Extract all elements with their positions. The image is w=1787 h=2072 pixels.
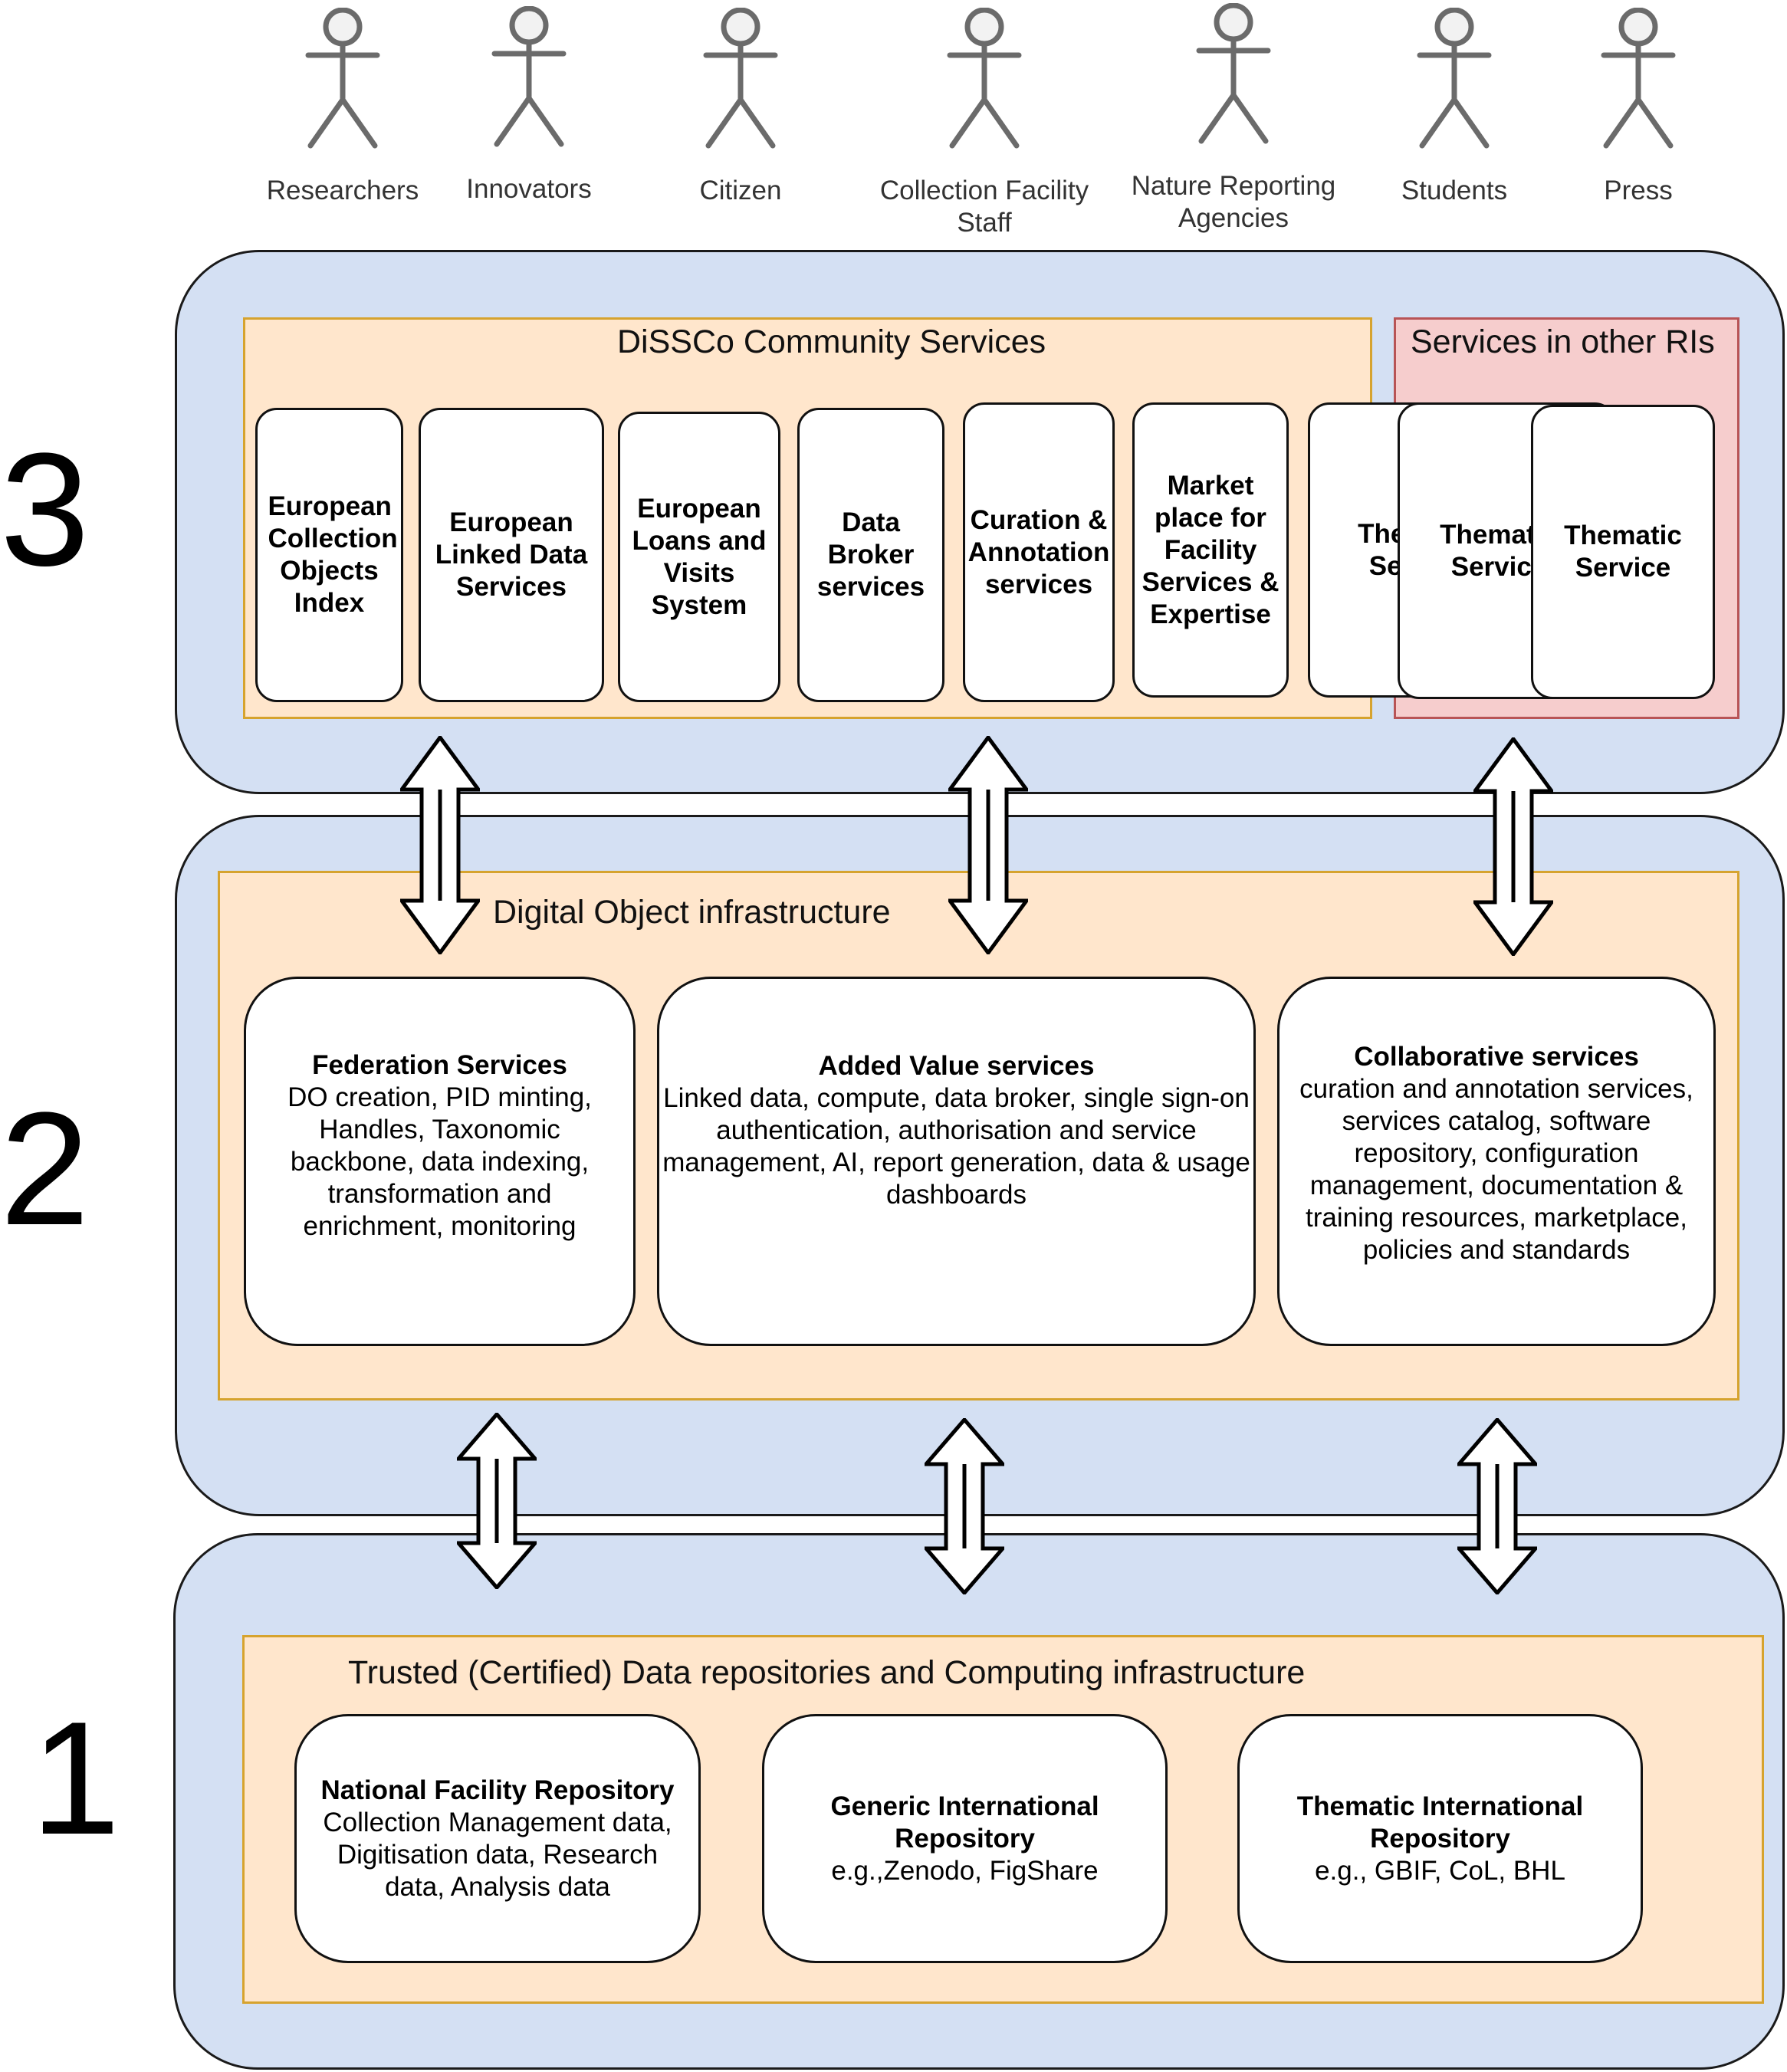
person-icon — [1417, 8, 1492, 149]
thematic-international-repository-title: Thematic International Repository — [1296, 1791, 1584, 1854]
actor-0: Researchers — [235, 8, 450, 205]
layer-number-1: 1 — [31, 1688, 120, 1868]
service-curation-annotation[interactable]: Curation & Annotation services — [963, 402, 1115, 702]
national-facility-repository-card[interactable]: National Facility Repository Collection … — [294, 1714, 701, 1963]
double-arrow-icon-l2-l1-center — [925, 1418, 1004, 1594]
federation-services-body: DO creation, PID minting, Handles, Taxon… — [287, 1082, 592, 1241]
double-arrow-icon-l2-l1-left — [457, 1413, 537, 1589]
actor-4: Nature Reporting Agencies — [1126, 3, 1341, 233]
double-arrow-icon-l3-l2-left — [400, 736, 480, 954]
collaborative-services-body: curation and annotation services, servic… — [1299, 1074, 1693, 1265]
actor-3: Collection Facility Staff — [877, 8, 1092, 238]
generic-international-repository-card[interactable]: Generic International Repository e.g.,Ze… — [762, 1714, 1168, 1963]
service-marketplace-facility[interactable]: Market place for Facility Services & Exp… — [1132, 402, 1289, 698]
actor-label: Nature Reporting Agencies — [1131, 171, 1336, 233]
actor-label: Students — [1401, 176, 1508, 205]
trusted-repositories-title: Trusted (Certified) Data repositories an… — [348, 1654, 1306, 1691]
added-value-services-body: Linked data, compute, data broker, singl… — [662, 1083, 1250, 1210]
service-european-collection-objects-index[interactable]: European Collection Objects Index — [255, 408, 403, 702]
layer-number-3: 3 — [0, 419, 90, 599]
double-arrow-icon-l3-l2-center — [948, 736, 1028, 954]
national-facility-repository-title: National Facility Repository — [320, 1775, 675, 1805]
national-facility-repository-body: Collection Management data, Digitisation… — [323, 1807, 672, 1902]
actor-label: Researchers — [266, 176, 419, 205]
person-icon — [1601, 8, 1676, 149]
service-data-broker[interactable]: Data Broker services — [797, 408, 944, 702]
person-icon — [1196, 3, 1271, 144]
collaborative-services-card[interactable]: Collaborative services curation and anno… — [1277, 977, 1716, 1346]
actor-1: Innovators — [422, 6, 636, 204]
generic-international-repository-title: Generic International Repository — [830, 1791, 1099, 1854]
person-icon — [703, 8, 778, 149]
service-european-linked-data-services[interactable]: European Linked Data Services — [419, 408, 604, 702]
actor-2: Citizen — [633, 8, 848, 205]
person-icon — [305, 8, 380, 149]
service-european-loans-and-visits-system[interactable]: European Loans and Visits System — [618, 412, 780, 702]
federation-services-title: Federation Services — [312, 1050, 567, 1080]
actor-6: Press — [1531, 8, 1746, 205]
person-icon — [491, 6, 567, 147]
actor-label: Innovators — [466, 174, 592, 204]
double-arrow-icon-l2-l1-right — [1457, 1418, 1537, 1594]
actor-5: Students — [1347, 8, 1562, 205]
generic-international-repository-body: e.g.,Zenodo, FigShare — [831, 1855, 1099, 1886]
actor-label: Collection Facility Staff — [879, 176, 1089, 238]
actor-label: Press — [1604, 176, 1673, 205]
thematic-international-repository-card[interactable]: Thematic International Repository e.g., … — [1237, 1714, 1643, 1963]
double-arrow-icon-l3-l2-right — [1473, 737, 1553, 956]
other-ris-title: Services in other RIs — [1411, 323, 1715, 360]
thematic-international-repository-body: e.g., GBIF, CoL, BHL — [1315, 1855, 1565, 1886]
layer-number-2: 2 — [0, 1079, 90, 1259]
added-value-services-title: Added Value services — [818, 1051, 1095, 1081]
thematic-service-card-3[interactable]: Thematic Service — [1531, 405, 1715, 699]
community-services-title: DiSSCo Community Services — [617, 323, 1046, 360]
actor-label: Citizen — [699, 176, 782, 205]
digital-object-infrastructure-title: Digital Object infrastructure — [493, 894, 891, 931]
person-icon — [947, 8, 1022, 149]
added-value-services-card[interactable]: Added Value services Linked data, comput… — [657, 977, 1256, 1346]
federation-services-card[interactable]: Federation Services DO creation, PID min… — [244, 977, 636, 1346]
collaborative-services-title: Collaborative services — [1354, 1042, 1639, 1072]
